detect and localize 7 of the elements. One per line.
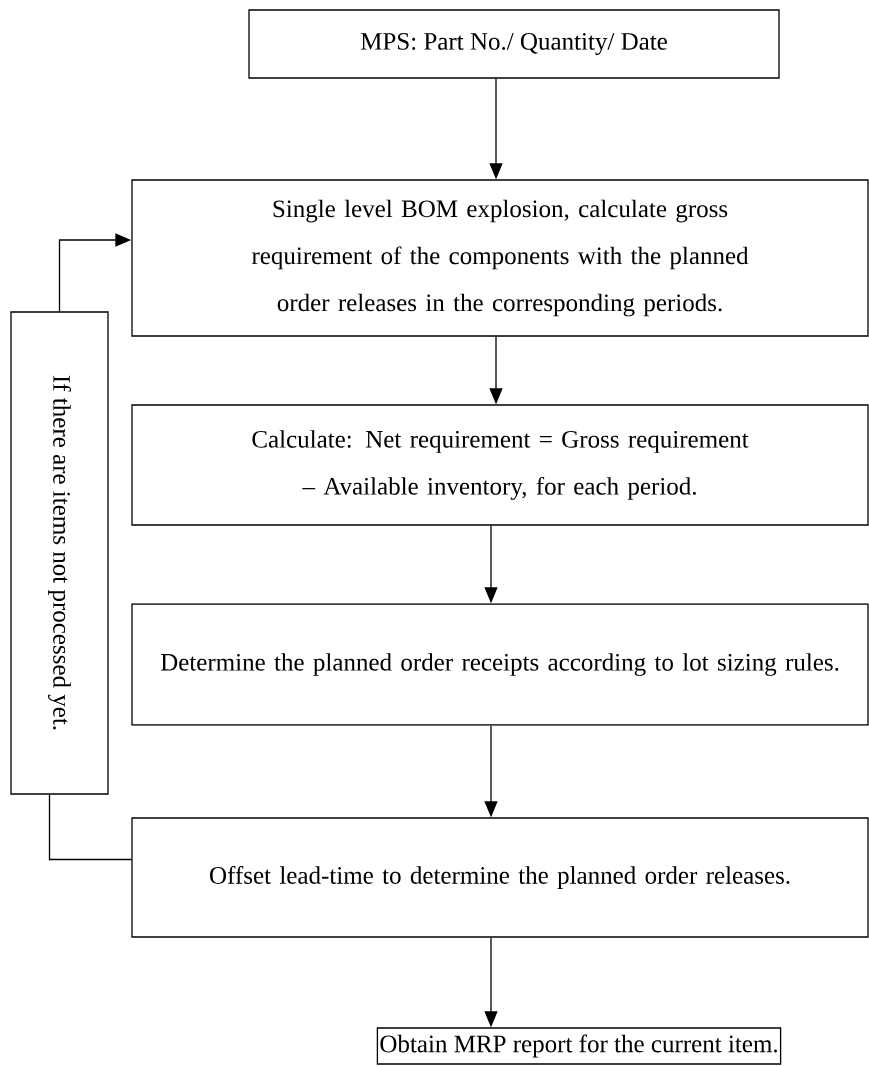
process-box: Calculate: Net requirement = Gross requirement – Available inventory, for each period.	[131, 404, 869, 526]
condition-box: If there are items not processed yet.	[10, 311, 109, 795]
process-box: Single level BOM explosion, calculate gross requirement of the components with the planned order releases in the corresponding periods.	[131, 179, 869, 337]
process-box: MPS: Part No./ Quantity/ Date	[248, 9, 780, 79]
process-box: Determine the planned order receipts according to lot sizing rules.	[131, 603, 869, 726]
process-box: Offset lead-time to determine the planned order releases.	[131, 817, 869, 938]
process-box: Obtain MRP report for the current item.	[376, 1027, 782, 1065]
